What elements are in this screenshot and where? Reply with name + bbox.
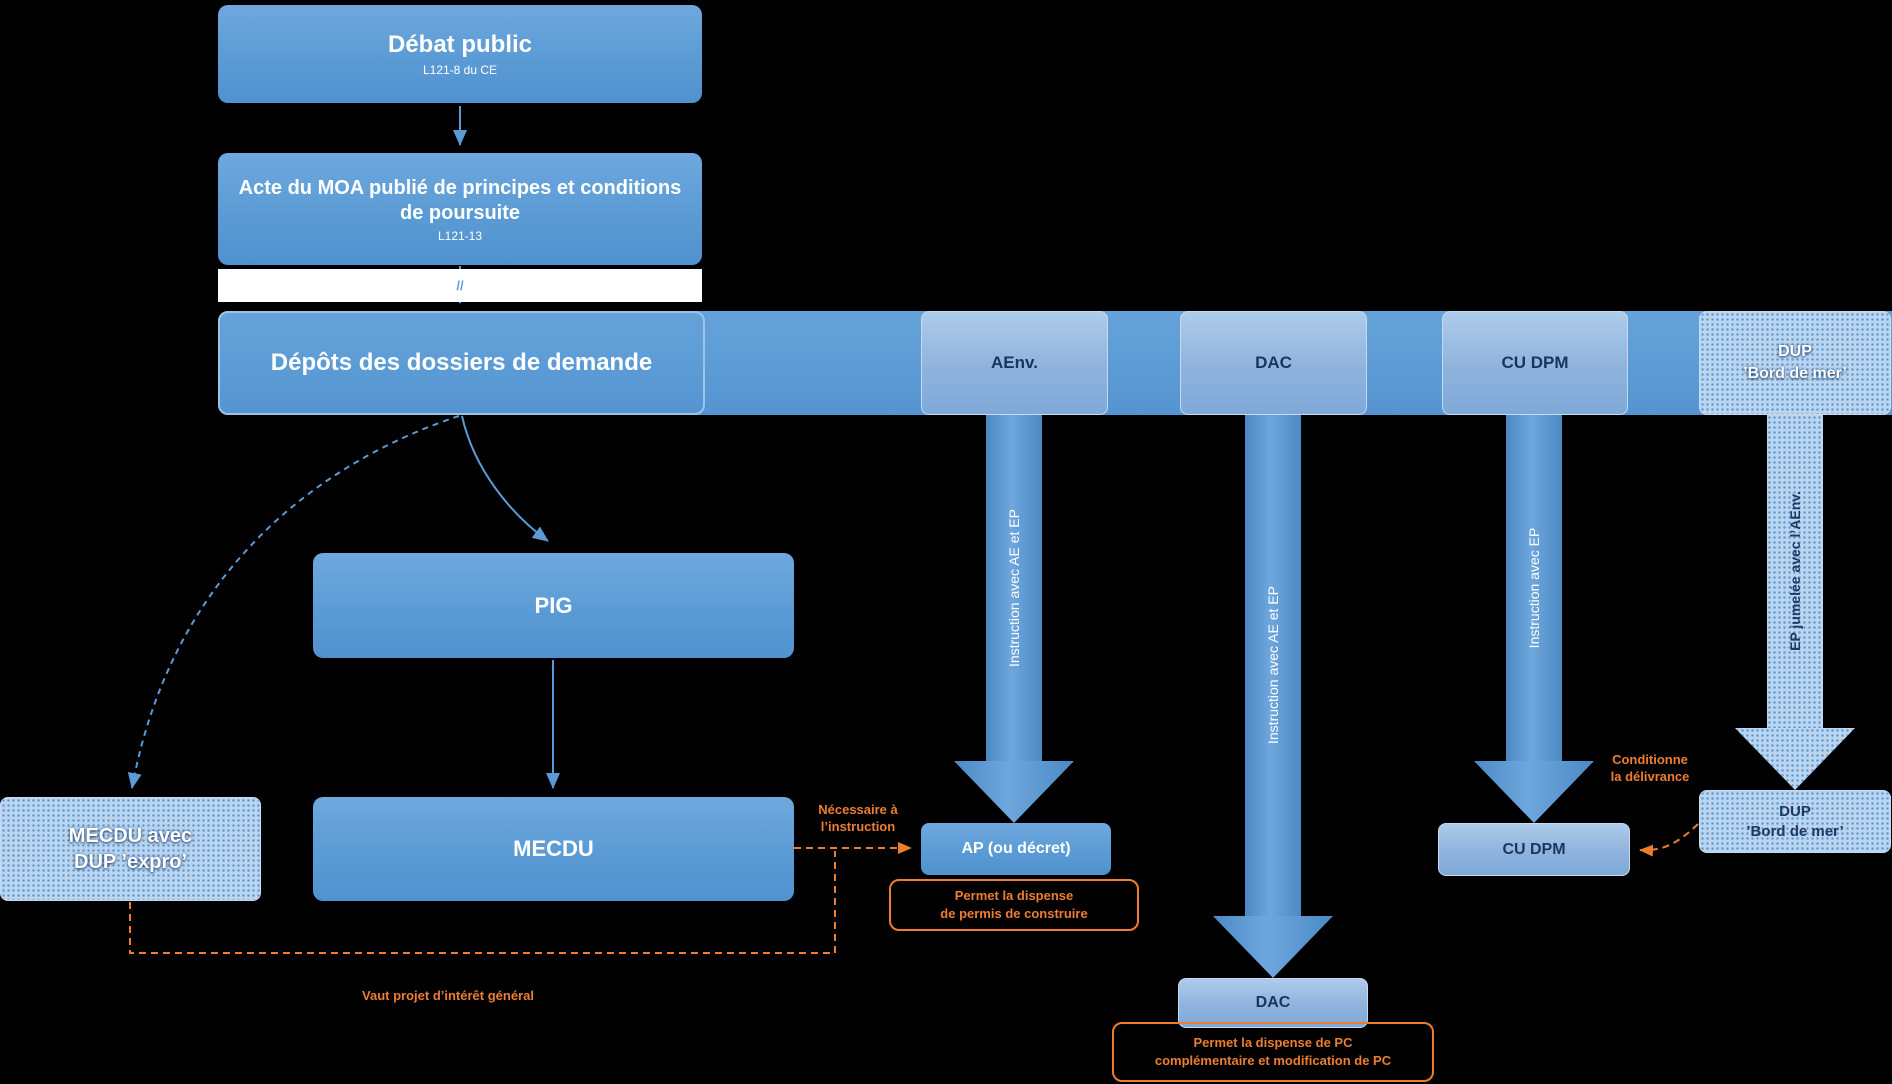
callout-dispense-permis: Permet la dispense de permis de construi…: [889, 879, 1139, 931]
depots-label: Dépôts des dossiers de demande: [270, 348, 653, 376]
dup-label-line1: DUP: [1778, 343, 1812, 361]
aenv-arrow-shaft: [986, 415, 1042, 762]
vaut-label: Vaut projet d’intérêt général: [362, 988, 534, 1003]
aenv-label: AEnv.: [991, 353, 1038, 372]
node-pig: PIG: [313, 553, 794, 658]
dup-label-line2: ’Bord de mer’: [1743, 365, 1847, 382]
dup-arrow-shaft: [1767, 415, 1823, 729]
separator-bar: //: [218, 269, 702, 302]
note-conditionne-delivrance: Conditionne la délivrance: [1580, 752, 1720, 786]
node-ap-decret: AP (ou décret): [921, 823, 1111, 875]
dup-result-line2: ’Bord de mer’: [1746, 822, 1844, 840]
cudpm-label: CU DPM: [1501, 353, 1569, 372]
debat-title: Débat public: [387, 31, 532, 59]
ap-label: AP (ou décret): [961, 840, 1071, 857]
debat-ref: L121-8 du CE: [422, 62, 498, 77]
dac-arrow-shaft: [1245, 415, 1301, 917]
pc-line1: Permet la dispense de PC: [1193, 1035, 1353, 1051]
node-cudpm: CU DPM: [1442, 311, 1628, 415]
conditionne-line1: Conditionne: [1612, 752, 1688, 767]
pig-label: PIG: [534, 592, 573, 618]
necessaire-line1: Nécessaire à: [818, 802, 898, 817]
dac-label: DAC: [1255, 353, 1292, 372]
dac-instruction-arrow: [1213, 415, 1333, 978]
cudpm-instruction-arrow: [1474, 415, 1594, 823]
dup-result-line1: DUP: [1779, 803, 1811, 820]
cudpm-arrow-shaft: [1506, 415, 1562, 762]
cudpm-result-label: CU DPM: [1502, 840, 1566, 858]
aenv-instruction-arrow: [954, 415, 1074, 823]
node-dup-result: DUP ’Bord de mer’: [1699, 790, 1891, 853]
mecdu-label: MECDU: [513, 836, 594, 861]
aenv-arrow-head: [954, 761, 1074, 823]
node-dup-bord-de-mer: DUP ’Bord de mer’: [1699, 311, 1891, 415]
arrow-depots-to-pig: [461, 415, 549, 542]
permis-line1: Permet la dispense: [954, 888, 1074, 904]
acte-ref: L121-13: [437, 228, 483, 243]
node-depots-dossiers: Dépôts des dossiers de demande: [218, 311, 705, 415]
cudpm-arrow-head: [1474, 761, 1594, 823]
conditionne-line2: la délivrance: [1610, 768, 1690, 784]
mecdu-dup-line1: MECDU avec: [68, 825, 193, 847]
arrow-dup-to-cudpm-dashed: [1639, 823, 1699, 857]
mecdu-dup-line2: DUP ’expro’: [74, 851, 187, 873]
note-vaut-pig: Vaut projet d’intérêt général: [298, 988, 598, 1005]
node-mecdu-avec-dup: MECDU avec DUP ’expro’: [0, 797, 261, 901]
pc-line2: complémentaire et modification de PC: [1154, 1053, 1392, 1068]
necessaire-line2: l’instruction: [820, 818, 896, 834]
dac-result-label: DAC: [1255, 994, 1291, 1011]
node-debat-public: Débat public L121-8 du CE: [218, 5, 702, 103]
dup-instruction-arrow: [1735, 415, 1855, 790]
dup-arrow-head: [1735, 728, 1855, 790]
note-necessaire-instruction: Nécessaire à l’instruction: [788, 802, 928, 836]
acte-title: Acte du MOA publié de principes et condi…: [238, 176, 682, 224]
node-acte-moa: Acte du MOA publié de principes et condi…: [218, 153, 702, 265]
node-mecdu: MECDU: [313, 797, 794, 901]
loop-mecdu-dup-to-ap-dashed: [129, 851, 836, 954]
node-dac: DAC: [1180, 311, 1367, 415]
node-cudpm-result: CU DPM: [1438, 823, 1630, 876]
dac-arrow-head: [1213, 916, 1333, 978]
node-dac-result: DAC: [1178, 978, 1368, 1028]
node-aenv: AEnv.: [921, 311, 1108, 415]
arrow-depots-to-mecdu-dup-dashed: [127, 415, 460, 789]
permis-line2: de permis de construire: [940, 906, 1088, 921]
callout-dispense-pc: Permet la dispense de PC complémentaire …: [1112, 1022, 1434, 1082]
separator-slashes: //: [456, 278, 464, 293]
